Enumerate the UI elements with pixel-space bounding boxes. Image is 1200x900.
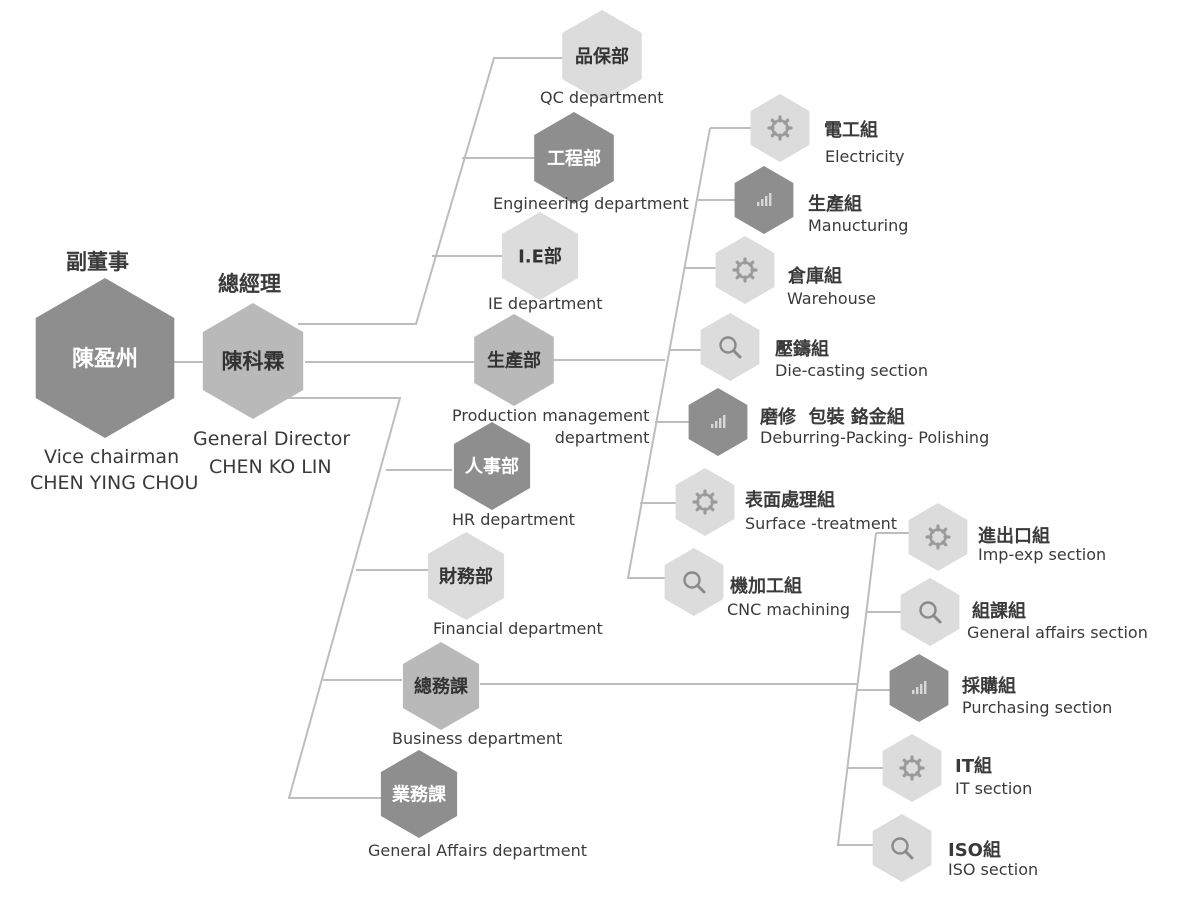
general-director-name-en: CHEN KO LIN [209,456,332,478]
dept-caption-qc: QC department [540,88,664,107]
section-caption-it: IT section [955,779,1033,798]
hexagon-prod-section-3 [700,313,760,381]
section-title-it: IT組 [955,756,992,777]
dept-caption-general-affairs: General Affairs department [368,841,588,860]
gear-icon [925,524,951,550]
section-title-manufacturing: 生產組 [808,194,862,215]
general-director-name-zh: 陳科霖 [222,350,285,374]
hexagon-dept-3 [474,314,554,406]
section-caption-purchasing: Purchasing section [962,698,1113,717]
line-business-spine [836,532,877,846]
bar-chart-icon [912,681,927,694]
section-title-surface: 表面處理組 [745,490,835,511]
hexagon-dept-0 [562,10,642,102]
line-production-spine [626,127,711,579]
hexagon-prod-section-4 [688,388,748,456]
dept-title-zh-2: I.E部 [518,245,562,267]
dept-title-zh-7: 業務課 [391,783,447,805]
hexagon-biz-section-4 [872,814,932,882]
hexagon-biz-section-3 [882,734,942,802]
hexagon-dept-5 [427,532,505,620]
section-title-electricity: 電工組 [824,120,878,141]
hexagon-prod-section-1 [734,166,794,234]
section-title-imp-exp: 進出口組 [978,526,1050,547]
vice-chairman-title-en: Vice chairman [44,446,180,468]
gear-icon [732,257,758,283]
line-gm-to-lower-branch [270,397,402,799]
hexagon-dept-6 [402,642,480,730]
hexagon-biz-section-2 [889,654,949,722]
dept-title-zh-0: 品保部 [575,45,629,67]
section-caption-general-affairs: General affairs section [967,623,1148,642]
gear-icon [899,755,925,781]
section-title-purchasing: 採購組 [962,676,1016,697]
section-title-die-casting: 壓鑄組 [775,339,829,360]
dept-title-zh-3: 生產部 [487,349,541,371]
section-caption-iso: ISO section [948,860,1039,879]
dept-caption-financial: Financial department [433,619,603,638]
section-caption-deburring: Deburring-Packing- Polishing [760,428,990,447]
dept-title-zh-6: 總務課 [414,675,469,697]
section-caption-imp-exp: Imp-exp section [978,545,1107,564]
dept-caption-engineering: Engineering department [493,194,689,213]
search-icon [919,601,942,624]
dept-caption-ie: IE department [488,294,603,313]
vice-chairman-name-zh: 陳盈州 [72,346,138,372]
dept-title-zh-1: 工程部 [547,147,601,169]
section-caption-warehouse: Warehouse [787,289,876,308]
section-caption-electricity: Electricity [825,147,905,166]
hexagon-prod-section-0 [750,94,810,162]
section-caption-surface: Surface -treatment [745,514,898,533]
general-director-title-zh: 總經理 [218,272,281,296]
hexagon-dept-7 [380,750,458,838]
section-caption-cnc: CNC machining [727,600,851,619]
dept-caption-production: Production management department [452,406,650,447]
search-icon [719,336,742,359]
hexagon-biz-section-1 [900,578,960,646]
general-director-title-en: General Director [193,428,351,450]
hexagon-dept-1 [534,112,614,204]
section-title-deburring: 磨修 包裝 鉻金組 [760,407,905,428]
gear-icon [692,489,718,515]
connector-lines [172,57,910,846]
section-title-iso: ISO組 [948,840,1001,861]
search-icon [683,571,706,594]
line-gm-to-qc-branch [298,57,565,325]
hexagon-general-director [202,303,304,419]
section-title-cnc: 機加工組 [730,576,802,597]
hexagon-dept-4 [453,422,531,510]
hexagon-vice-chairman [35,278,175,438]
hexagon-biz-section-0 [908,503,968,571]
section-caption-manufacturing: Manucturing [808,216,909,235]
search-icon [891,837,914,860]
vice-chairman-title-zh: 副董事 [66,250,129,274]
hexagon-prod-section-6 [664,548,724,616]
section-title-general-affairs: 組課組 [972,601,1026,622]
dept-caption-business: Business department [392,729,563,748]
vice-chairman-name-en: CHEN YING CHOU [30,472,199,494]
section-caption-die-casting: Die-casting section [775,361,929,380]
gear-icon [767,115,793,141]
dept-title-zh-5: 財務部 [439,565,493,587]
dept-caption-hr: HR department [452,510,575,529]
hexagon-prod-section-2 [715,236,775,304]
section-title-warehouse: 倉庫組 [788,266,842,287]
hexagon-dept-2 [501,212,579,300]
bar-chart-icon [711,415,726,428]
dept-title-zh-4: 人事部 [465,455,519,477]
bar-chart-icon [757,193,772,206]
hexagon-prod-section-5 [675,468,735,536]
